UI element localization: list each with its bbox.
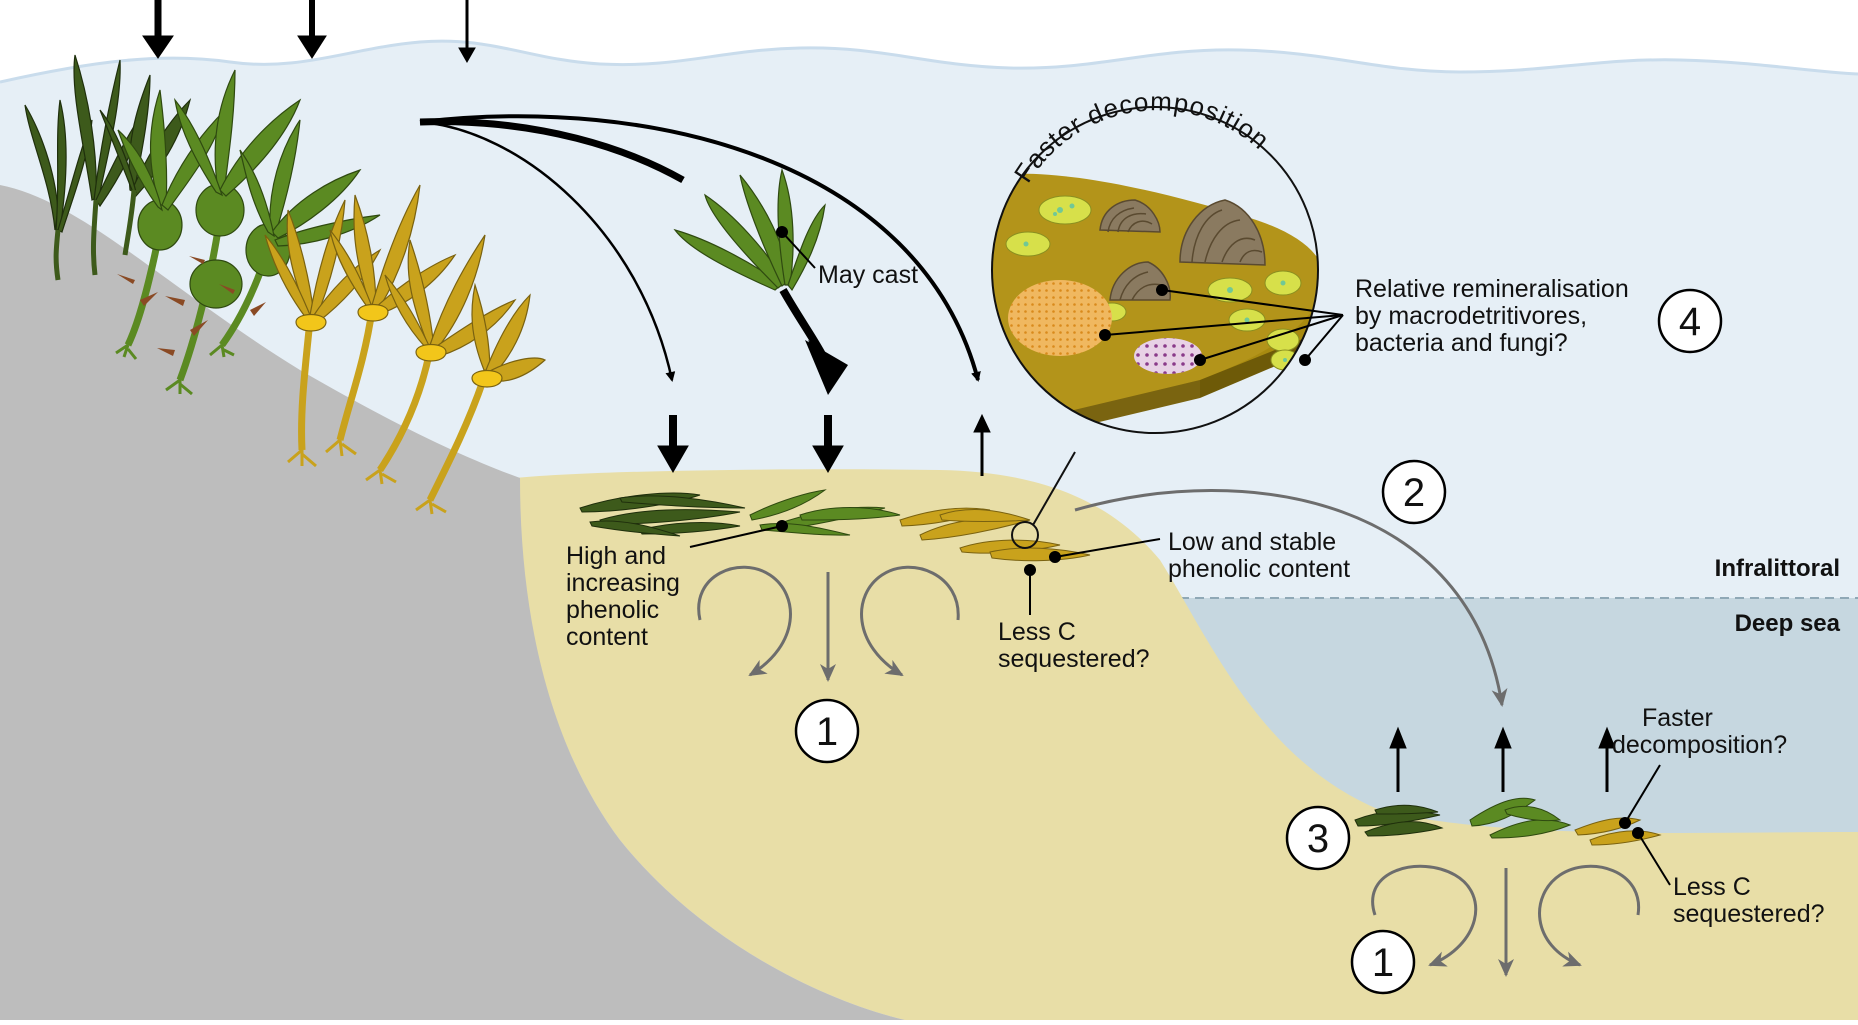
svg-text:2: 2 <box>1403 471 1425 515</box>
label-low-phenolic: Low and stable phenolic content <box>1168 528 1350 583</box>
svg-text:1: 1 <box>1372 941 1394 985</box>
svg-text:3: 3 <box>1307 817 1329 861</box>
label-may-cast: May cast <box>818 261 918 289</box>
label-deep-sea: Deep sea <box>1735 610 1841 637</box>
step-4: 4 <box>1659 290 1721 352</box>
svg-text:4: 4 <box>1679 300 1701 344</box>
svg-text:1: 1 <box>816 710 838 754</box>
label-infralittoral: Infralittoral <box>1715 555 1840 582</box>
step-1-bottom: 1 <box>1352 931 1414 993</box>
step-3: 3 <box>1287 807 1349 869</box>
step-2: 2 <box>1383 461 1445 523</box>
step-1-top: 1 <box>796 700 858 762</box>
